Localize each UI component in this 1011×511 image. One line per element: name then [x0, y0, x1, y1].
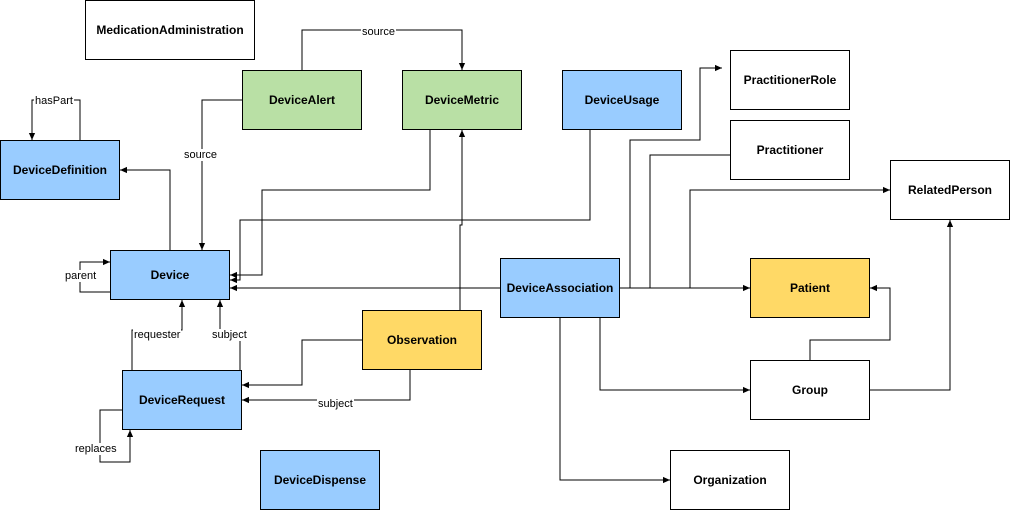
node-label: DeviceAssociation: [506, 281, 614, 295]
node-label: RelatedPerson: [907, 183, 993, 197]
edge-devicerequest-replaces: [99, 409, 134, 463]
edge-device-devicedefinition: [120, 166, 171, 250]
node-label: Practitioner: [756, 143, 824, 157]
edge-label-parent: parent: [64, 270, 98, 282]
node-label: DeviceAlert: [268, 93, 336, 107]
edge-label-haspart: hasPart: [34, 95, 74, 107]
node-label: MedicationAdministration: [96, 23, 244, 37]
node-device-dispense[interactable]: DeviceDispense: [260, 450, 380, 510]
node-observation[interactable]: Observation: [362, 310, 482, 370]
edge-group-patient: [809, 284, 891, 360]
node-device-usage[interactable]: DeviceUsage: [562, 70, 682, 130]
node-related-person[interactable]: RelatedPerson: [890, 160, 1010, 220]
node-device-definition[interactable]: DeviceDefinition: [0, 140, 120, 200]
edge-label-replaces: replaces: [74, 443, 118, 455]
node-label: DeviceDispense: [273, 473, 367, 487]
edge-observation-devicerequest: [242, 339, 362, 389]
node-label: Observation: [386, 333, 458, 347]
node-label: DeviceRequest: [138, 393, 226, 407]
edge-label-subject-device: subject: [211, 329, 248, 341]
edge-observation-devicemetric: [458, 130, 466, 310]
node-label: PractitionerRole: [743, 73, 837, 87]
node-label: DeviceUsage: [584, 93, 660, 107]
edge-label-source-top: source: [361, 26, 397, 38]
node-device-request[interactable]: DeviceRequest: [122, 370, 242, 430]
node-patient[interactable]: Patient: [750, 258, 870, 318]
edge-label-subject-observation: subject: [317, 398, 354, 410]
node-label: DeviceMetric: [424, 93, 500, 107]
node-group[interactable]: Group: [750, 360, 870, 420]
edge-deviceassociation-organization: [559, 318, 670, 484]
edge-devicemetric-device: [230, 130, 431, 279]
node-label: Organization: [693, 473, 767, 487]
node-label: Group: [792, 383, 828, 397]
node-label: DeviceDefinition: [12, 163, 108, 177]
edge-deviceassociation-relatedperson: [689, 186, 890, 288]
edge-observation-subject-devicerequest: [242, 370, 411, 404]
edge-deviceassociation-practitioner: [649, 154, 730, 288]
node-label: Patient: [789, 281, 830, 295]
node-device-alert[interactable]: DeviceAlert: [242, 70, 362, 130]
edge-deviceusage-device: [230, 130, 591, 284]
edge-deviceassociation-group: [599, 318, 750, 394]
edge-devicealert-source-device: [198, 99, 242, 250]
node-device-metric[interactable]: DeviceMetric: [402, 70, 522, 130]
edge-label-requester: requester: [133, 329, 182, 341]
edge-deviceassociation-practitionerrole: [629, 64, 722, 288]
node-device-association[interactable]: DeviceAssociation: [500, 258, 620, 318]
node-practitioner[interactable]: Practitioner: [730, 120, 850, 180]
node-label: Device: [150, 268, 190, 282]
node-medication-administration[interactable]: MedicationAdministration: [85, 0, 255, 60]
node-practitioner-role[interactable]: PractitionerRole: [730, 50, 850, 110]
edge-group-relatedperson: [870, 220, 954, 391]
node-device[interactable]: Device: [110, 250, 230, 300]
edge-label-source-left: source: [183, 149, 219, 161]
node-organization[interactable]: Organization: [670, 450, 790, 510]
